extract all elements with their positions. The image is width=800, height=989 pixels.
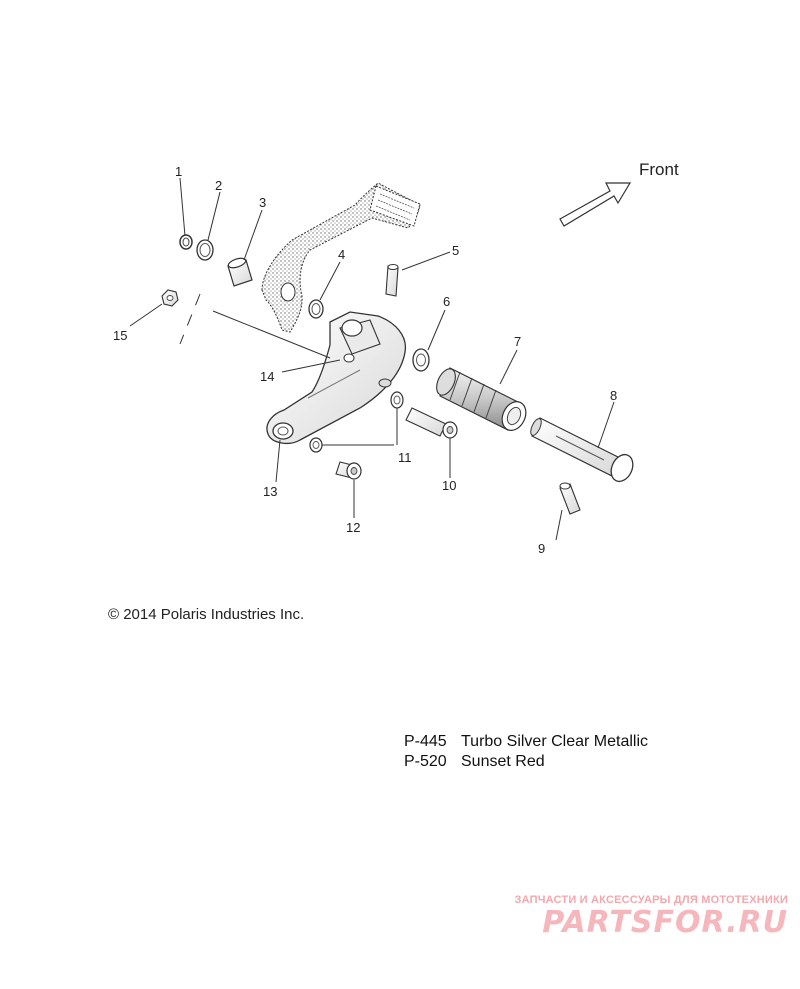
part-9-set-screw: [559, 482, 581, 515]
callout-8: 8: [610, 388, 617, 403]
part-15-nut: [161, 289, 179, 307]
callout-6: 6: [443, 294, 450, 309]
callout-numbers: 1 2 3 4 5 6 7 8 9 10 11 12 13 14 15: [113, 164, 617, 556]
watermark-logo: PARTSFOR.RU: [542, 905, 788, 940]
paint-color-name: Sunset Red: [461, 753, 545, 770]
part-5-pin: [385, 264, 399, 297]
part-10-bolt: [405, 407, 458, 439]
callout-10: 10: [442, 478, 456, 493]
paint-color-name: Turbo Silver Clear Metallic: [461, 733, 649, 750]
front-arrow-icon: [559, 182, 632, 227]
paint-code-row: P-445 Turbo Silver Clear Metallic: [404, 732, 648, 752]
part-14-mount-bracket: [266, 311, 407, 445]
paint-code-list: P-445 Turbo Silver Clear Metallic P-520 Su…: [404, 732, 648, 772]
callout-12: 12: [346, 520, 360, 535]
watermark-tagline: ЗАПЧАСТИ И АКСЕССУАРЫ ДЛЯ МОТОТЕХНИКИ: [514, 894, 788, 906]
part-brake-pedal: [261, 182, 421, 333]
callout-9: 9: [538, 541, 545, 556]
callout-14: 14: [260, 369, 274, 384]
copyright-notice: © 2014 Polaris Industries Inc.: [108, 606, 305, 623]
callout-11: 11: [398, 450, 412, 465]
paint-code-row: P-520 Sunset Red: [404, 752, 648, 772]
callout-13: 13: [263, 484, 277, 499]
callout-2: 2: [215, 178, 222, 193]
front-label: Front: [639, 160, 679, 179]
callout-1: 1: [175, 164, 182, 179]
part-3-bushing: [227, 257, 253, 287]
part-2-washer: [196, 239, 214, 261]
part-4-washer: [308, 299, 324, 319]
part-7-rubber-grip: [436, 367, 527, 431]
callout-4: 4: [338, 247, 345, 262]
part-12-bolt: [335, 461, 362, 480]
callout-3: 3: [259, 195, 266, 210]
callout-15: 15: [113, 328, 127, 343]
part-1-clip: [179, 234, 193, 250]
callout-7: 7: [514, 334, 521, 349]
paint-code: P-445: [404, 733, 447, 750]
callout-5: 5: [452, 243, 459, 258]
part-11-washers: [309, 391, 404, 453]
leader-lines: [129, 177, 615, 541]
watermark: ЗАПЧАСТИ И АКСЕССУАРЫ ДЛЯ МОТОТЕХНИКИ PA…: [488, 894, 788, 940]
paint-code: P-520: [404, 753, 447, 770]
part-8-peg-shaft: [530, 417, 634, 483]
part-6-washer: [412, 348, 430, 372]
